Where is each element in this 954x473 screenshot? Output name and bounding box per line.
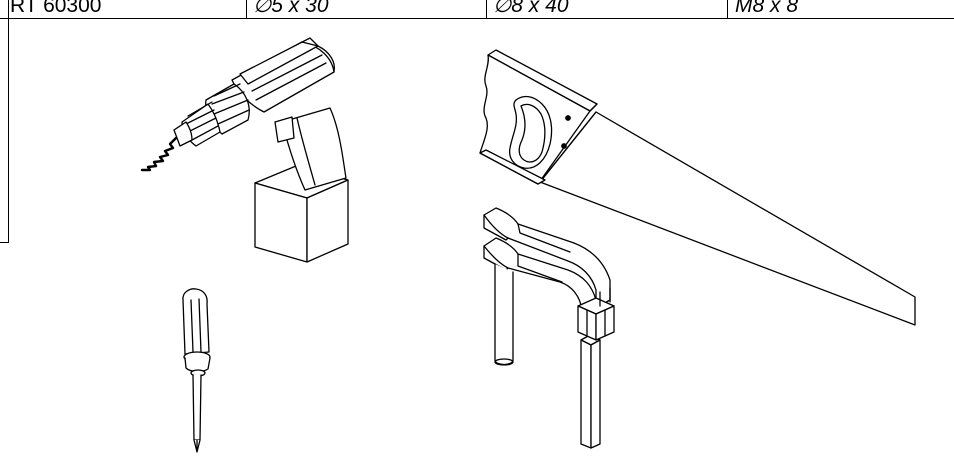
saw-icon [480,50,915,325]
dimension-cell-3: M8 x 8 [735,0,799,17]
table-divider-1 [246,0,247,18]
parts-table: RT 60300 ∅5 x 30 ∅8 x 40 M8 x 8 [0,0,954,243]
table-left-border [8,0,9,243]
drill-icon [142,38,348,262]
frame-corner [0,242,9,243]
dimension-cell-2: ∅8 x 40 [493,0,569,17]
clamp-icon [484,208,614,448]
table-bottom-border [0,18,954,19]
table-divider-3 [727,0,728,18]
dimension-cell-1: ∅5 x 30 [253,0,329,17]
table-divider-2 [486,0,487,18]
screwdriver-icon [183,289,210,452]
part-number-cell: RT 60300 [10,0,102,17]
